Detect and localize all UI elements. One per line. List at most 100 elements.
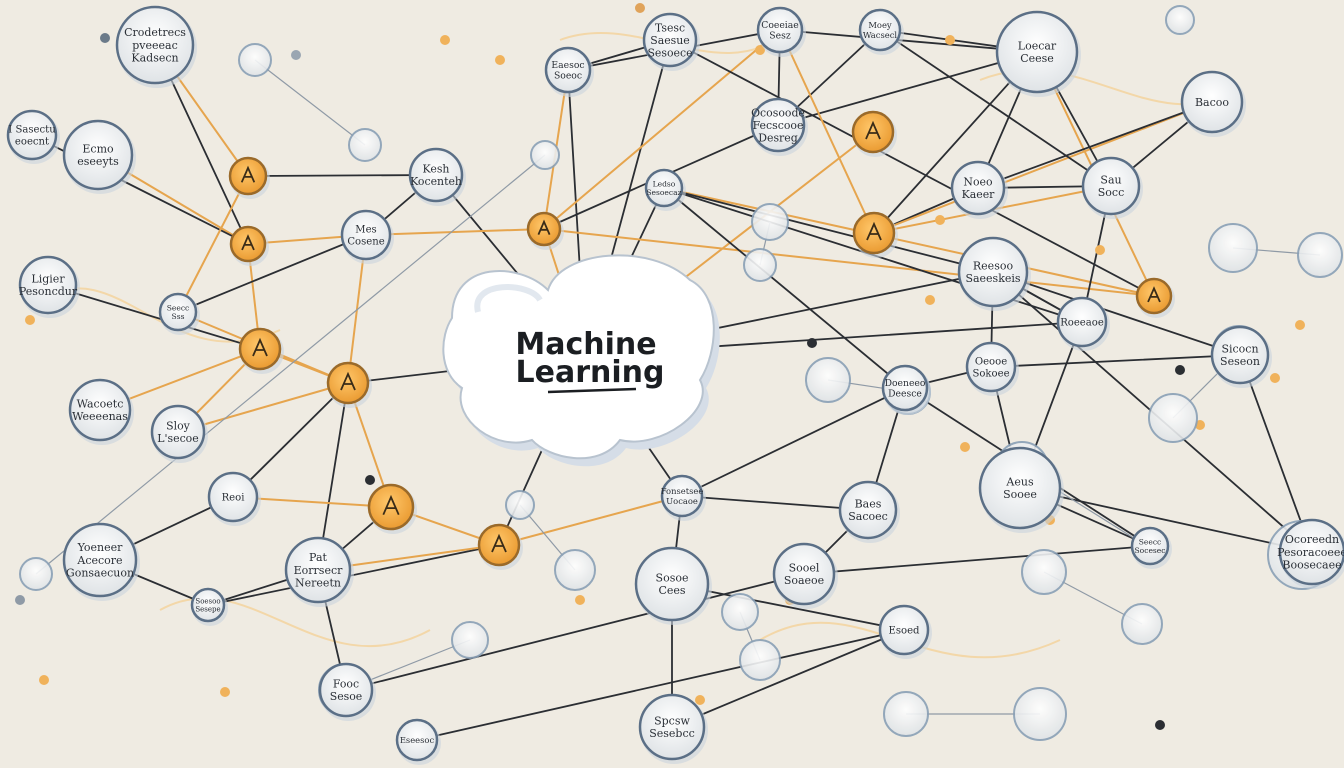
node-label: Sloy xyxy=(166,420,191,433)
node-label: pveeeac xyxy=(132,39,178,52)
node-label: Soeoc xyxy=(554,71,582,82)
node-label: Ligier xyxy=(31,273,65,286)
edge-o4-n7 xyxy=(232,382,349,498)
orange-node-icon xyxy=(241,234,255,251)
decor-dot xyxy=(25,315,35,325)
orange-node-icon xyxy=(865,120,881,140)
node-n23[interactable]: Bacoo xyxy=(1180,70,1246,137)
node-label: Reesoo xyxy=(973,260,1014,273)
edge-o4-n6 xyxy=(177,382,349,433)
node-circle xyxy=(750,97,806,153)
edge-n38-n34 xyxy=(345,573,805,691)
node-label: Sesepe xyxy=(195,605,220,613)
node-label: Noeo xyxy=(963,176,993,189)
node-label: Tsesc xyxy=(655,21,685,34)
node-o9[interactable] xyxy=(1135,277,1175,318)
node-n7[interactable]: Reoi xyxy=(207,471,261,526)
node-n37[interactable]: Esoed xyxy=(878,604,932,659)
node-label: Loecar xyxy=(1018,40,1057,53)
node-o6[interactable] xyxy=(526,211,564,250)
decor-dot xyxy=(935,215,945,225)
node-circle xyxy=(190,587,226,623)
node-label: Desreg xyxy=(758,131,797,144)
node-o2[interactable] xyxy=(229,225,269,266)
node-label: Spcsw xyxy=(654,715,690,728)
node-o8[interactable] xyxy=(851,110,897,157)
node-label: Doeneeo xyxy=(885,378,926,389)
orange-node-icon xyxy=(252,337,268,357)
node-o4[interactable] xyxy=(326,361,372,408)
decor-dot xyxy=(1295,320,1305,330)
small-bubble xyxy=(451,621,489,659)
node-o10[interactable] xyxy=(477,523,523,570)
node-o1[interactable] xyxy=(228,156,270,199)
center-node[interactable]: Machine Learning xyxy=(442,254,720,467)
node-label: Pesoncdur xyxy=(19,285,78,298)
node-label: Ocoreedn xyxy=(1285,533,1339,546)
node-label: Sesz xyxy=(769,31,791,42)
node-label: Ceese xyxy=(1020,52,1054,65)
edge-n18-n27 xyxy=(663,187,906,389)
node-label: Nereetn xyxy=(295,577,341,590)
node-label: Aeus xyxy=(1005,476,1034,489)
node-circle xyxy=(1056,296,1108,348)
edge-o6-n17 xyxy=(543,29,781,230)
small-bubble xyxy=(883,691,929,737)
small-bubble xyxy=(1148,393,1198,443)
node-label: Uocaoe xyxy=(666,496,698,506)
node-circle xyxy=(838,480,898,540)
orange-node-circle xyxy=(852,211,896,255)
node-o7[interactable] xyxy=(852,211,898,258)
orange-node-icon xyxy=(866,221,882,241)
center-cloud-highlight xyxy=(474,284,543,313)
decor-dot xyxy=(495,55,505,65)
edge-o9-n18 xyxy=(663,187,1155,297)
node-n39[interactable]: Eseesoc xyxy=(395,718,441,765)
small-bubble xyxy=(348,128,382,162)
node-o5[interactable] xyxy=(367,483,417,534)
small-bubble xyxy=(238,43,272,77)
edge-n19-n22 xyxy=(879,29,1112,187)
node-o3[interactable] xyxy=(238,327,284,374)
node-label: Roeeaoe xyxy=(1060,318,1104,329)
small-bubble xyxy=(1121,603,1163,645)
node-label: Kaeer xyxy=(962,188,996,201)
edge-n26-o10 xyxy=(498,495,683,546)
node-label: Sss xyxy=(172,312,185,321)
node-n25[interactable]: Roeeaoe xyxy=(1056,296,1110,351)
